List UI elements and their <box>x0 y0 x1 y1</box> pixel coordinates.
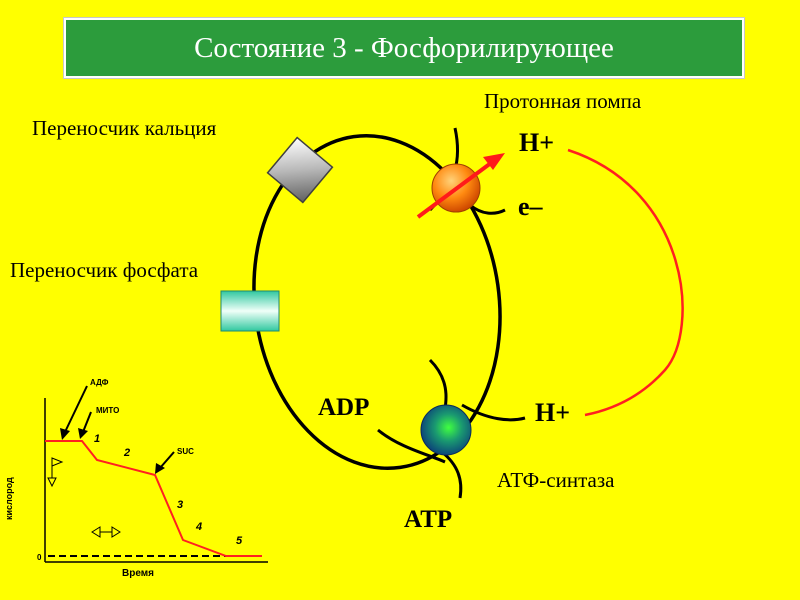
slide-title: Состояние 3 - Фосфорилирующее <box>194 32 614 64</box>
suc-arrow-head <box>155 463 165 474</box>
proton-pump-arrow <box>416 158 497 219</box>
adp-arrow-head <box>60 428 70 440</box>
graph-down-arrow-icon <box>47 477 57 488</box>
proton-pump-label: Протонная помпа <box>484 89 642 113</box>
suc-arrow <box>159 451 175 469</box>
atp-synthase-stalk-right <box>461 403 526 422</box>
mito-arrow <box>82 411 92 433</box>
atp-synthase <box>420 404 472 456</box>
graph-phase-5: 5 <box>236 535 243 547</box>
proton-return-curve <box>567 148 684 417</box>
h-plus-top-label: H+ <box>519 128 555 157</box>
proton-pump-channel-lower <box>469 203 506 215</box>
phosphate-carrier <box>220 290 280 332</box>
oxygen-curve <box>45 440 262 557</box>
atp-synthase-stalk-bottom <box>441 450 463 499</box>
adp-arrow <box>64 385 88 433</box>
mito-arrow-head <box>78 428 88 439</box>
atp-synthase-label: АТФ-синтаза <box>497 468 615 492</box>
graph-phase-1: 1 <box>94 433 101 445</box>
title-banner: Состояние 3 - Фосфорилирующее <box>64 18 744 78</box>
phosphate-carrier-label: Переносчик фосфата <box>10 258 199 282</box>
graph-x-axis-label: Время <box>122 568 154 579</box>
graph-phase-4: 4 <box>196 521 203 533</box>
graph-annotation-adp: АДФ <box>90 378 109 387</box>
calcium-carrier <box>266 136 334 204</box>
graph-zero-label: 0 <box>37 553 42 562</box>
calcium-carrier-label: Переносчик кальция <box>32 116 217 140</box>
graph-flag-icon <box>51 457 64 467</box>
atp-synthase-stalk-left <box>377 428 446 464</box>
oxygen-graph <box>44 385 268 563</box>
atp-label: ATP <box>404 506 453 533</box>
graph-phase-3: 3 <box>177 499 184 511</box>
graph-y-axis-label: кислород <box>4 477 14 520</box>
adp-label: ADP <box>318 394 370 421</box>
graph-annotation-mito: МИТО <box>96 406 120 415</box>
electron-label: e– <box>518 192 543 221</box>
h-plus-bottom-label: H+ <box>535 398 571 427</box>
graph-phase-2: 2 <box>124 447 131 459</box>
graph-double-arrow-icon <box>91 526 121 538</box>
graph-annotation-suc: SUC <box>177 447 194 456</box>
proton-pump-arrow-head <box>483 153 505 170</box>
